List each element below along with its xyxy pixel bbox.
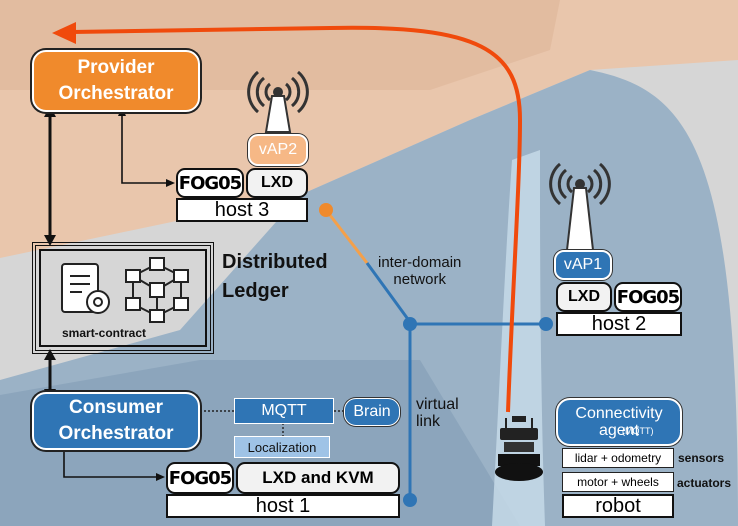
robot-icon bbox=[495, 416, 543, 481]
sensor-row: lidar + odometry bbox=[562, 448, 674, 468]
sensors-label: sensors bbox=[678, 451, 725, 465]
fog05-logo-host3: FOG05 bbox=[176, 168, 244, 198]
provider-orchestrator: Provider Orchestrator bbox=[32, 50, 200, 112]
lxd-chip-host2: LXD bbox=[556, 282, 612, 312]
robot-route bbox=[71, 25, 523, 413]
robot-box: robot bbox=[562, 494, 674, 518]
lxd-chip-host3: LXD bbox=[246, 168, 308, 198]
mqtt-box: MQTT bbox=[234, 398, 334, 424]
vap2-box: vAP2 bbox=[248, 134, 308, 166]
consumer-orchestrator: Consumer Orchestrator bbox=[32, 392, 200, 450]
localization-box: Localization bbox=[234, 436, 330, 458]
contract-icon bbox=[61, 263, 110, 314]
actuator-row: motor + wheels bbox=[562, 472, 674, 492]
inter-domain-network-label: inter-domain network bbox=[378, 254, 462, 288]
blockchain-icon bbox=[125, 257, 189, 323]
lxd-kvm-chip-host1: LXD and KVM bbox=[236, 462, 400, 494]
connectivity-agent-title: Connectivity agent bbox=[575, 405, 663, 439]
smart-contract-label: smart-contract bbox=[62, 326, 147, 340]
distributed-ledger-frame bbox=[32, 242, 214, 354]
connectivity-agent-suffix: (MQTT) bbox=[622, 426, 654, 436]
virtual-link-label: virtual link bbox=[416, 396, 459, 430]
host3-box: host 3 bbox=[176, 198, 308, 222]
host2-box: host 2 bbox=[556, 312, 682, 336]
antenna-icon-vap1 bbox=[549, 162, 611, 206]
connectivity-agent-box: Connectivity agent bbox=[556, 398, 682, 446]
actuators-label: actuators bbox=[677, 476, 732, 490]
brain-box: Brain bbox=[344, 398, 400, 426]
fog05-logo-host2: FOG05 bbox=[614, 282, 682, 312]
fog05-logo-host1: FOG05 bbox=[166, 462, 234, 494]
vap1-box: vAP1 bbox=[554, 250, 612, 280]
distributed-ledger-title: Distributed Ledger bbox=[222, 251, 328, 302]
host1-box: host 1 bbox=[166, 494, 400, 518]
